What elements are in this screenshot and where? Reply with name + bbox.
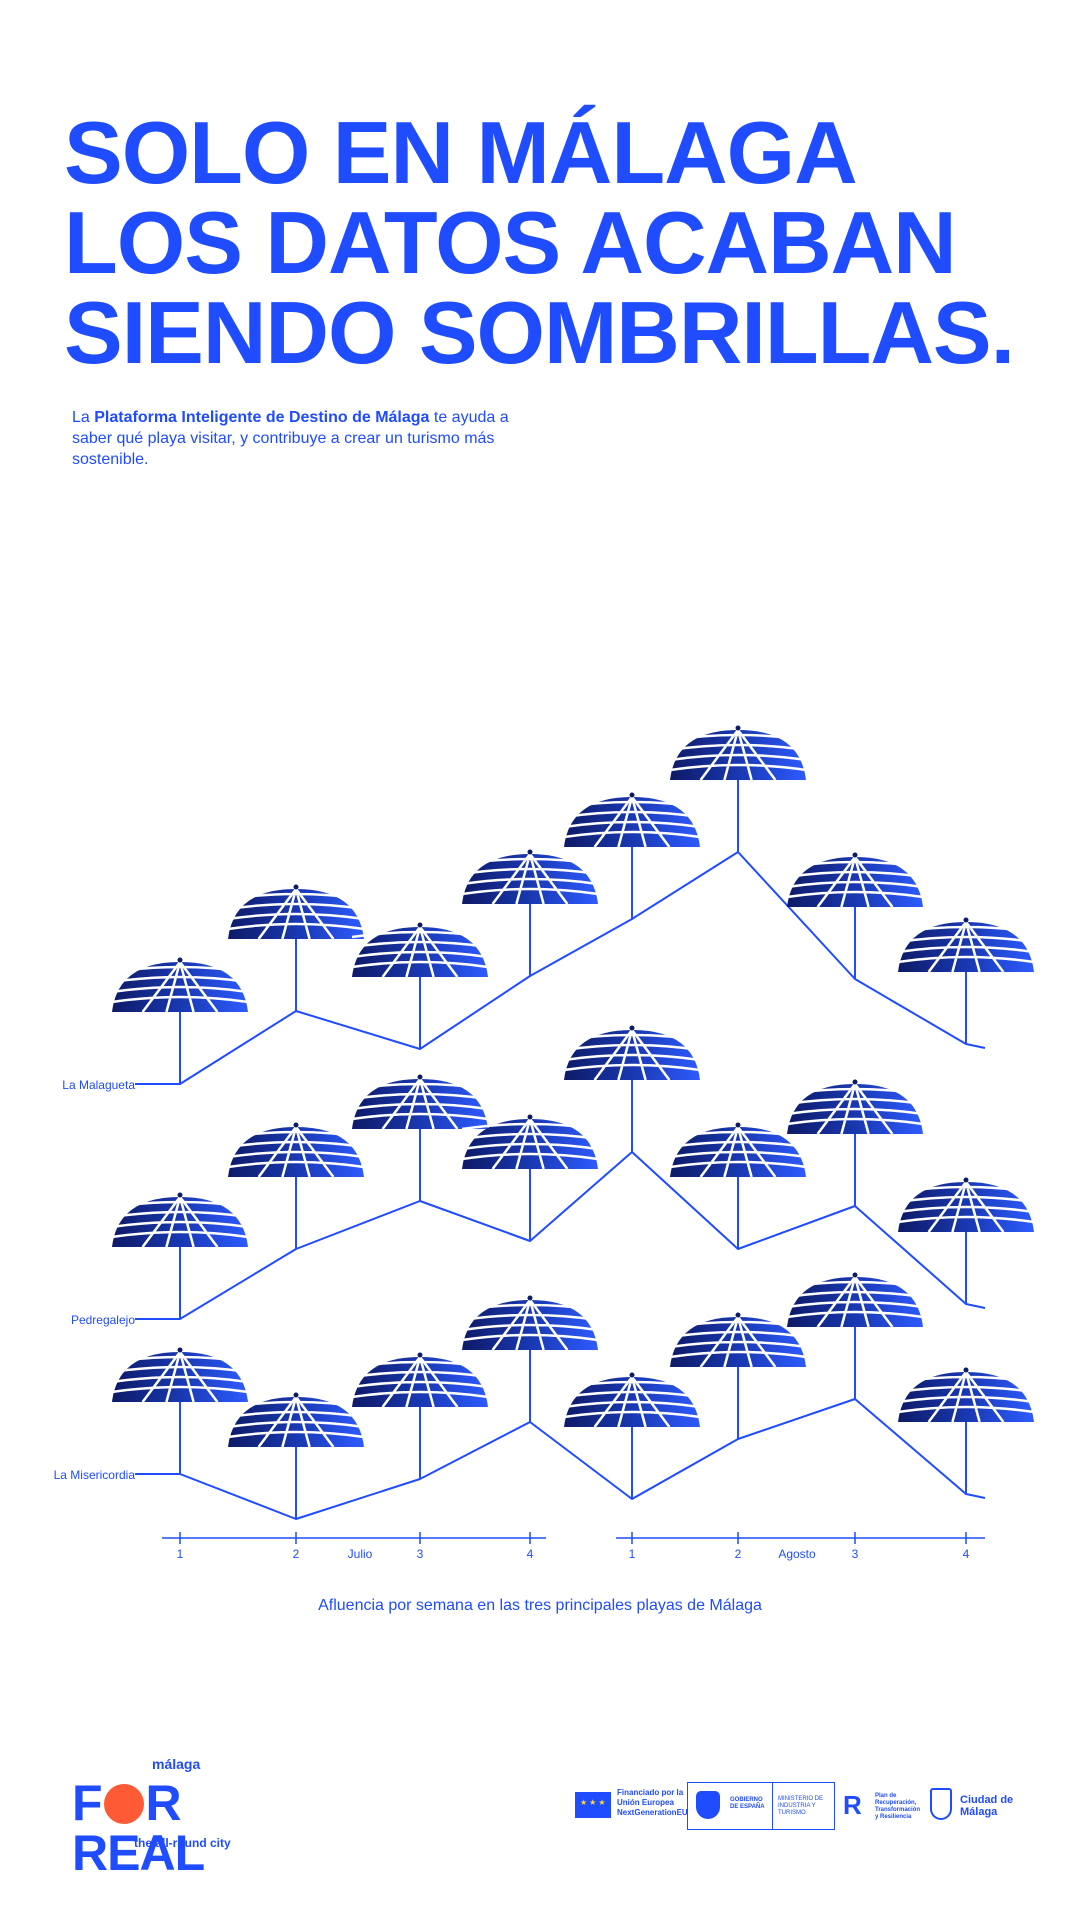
umbrella-icon [563,792,701,848]
umbrella-icon [351,1352,489,1408]
logo-malaga-text: málaga [152,1756,201,1772]
series-line [135,1398,986,1520]
city-name-text: Ciudad de Málaga [960,1794,1014,1818]
umbrella-icon [461,1295,599,1351]
eu-flag-icon [575,1792,611,1818]
headline-line-1: SOLO EN MÁLAGA [64,103,858,202]
logo-r-real: R REAL [72,1775,205,1881]
x-tick-label: 4 [963,1547,970,1561]
umbrella-icon [669,1312,807,1368]
sponsor-logos: Financiado por la Unión Europea NextGene… [575,1780,1015,1830]
logo-tagline: the all-round city [134,1836,231,1850]
series-label: La Misericordia [54,1468,136,1482]
x-tick-label: 2 [293,1547,300,1561]
intro-suffix: te ayuda a saber qué playa visitar, y co… [72,409,509,468]
umbrella-icon [227,1122,365,1178]
umbrella-icon [111,1192,249,1248]
umbrella-icon [897,1177,1035,1233]
umbrella-icon [227,884,365,940]
recovery-plan-icon: R [843,1790,862,1820]
x-tick-label: 3 [852,1547,859,1561]
intro-prefix: La [72,409,95,426]
government-divider [772,1783,773,1829]
logo-f: F [72,1775,103,1831]
umbrella-icon [563,1025,701,1081]
x-tick-label: 1 [629,1547,636,1561]
intro-bold: Plataforma Inteligente de Destino de Mál… [94,409,430,426]
intro-paragraph: La Plataforma Inteligente de Destino de … [72,407,542,470]
umbrella-icon [897,1367,1035,1423]
ministry-text: MINISTERIO DE INDUSTRIA Y TURISMO [778,1796,824,1816]
umbrella-icon [111,1347,249,1403]
umbrella-icon [669,725,807,781]
umbrella-icon [351,1074,489,1130]
umbrella-icon [786,1272,924,1328]
government-logo: GOBIERNO DE ESPAÑA MINISTERIO DE INDUSTR… [687,1782,835,1830]
umbrella-icon [897,917,1035,973]
umbrella-icon [111,957,249,1013]
umbrella-icon [461,849,599,905]
headline-line-3: SIENDO SOMBRILLAS. [64,283,1015,382]
sun-icon [103,1784,144,1824]
government-text: GOBIERNO DE ESPAÑA [730,1797,765,1810]
x-tick-label: 3 [417,1547,424,1561]
umbrella-icon [461,1114,599,1170]
spain-crest-icon [696,1791,720,1819]
series-line [135,851,986,1085]
headline: SOLO EN MÁLAGA LOS DATOS ACABAN SIENDO S… [64,108,1044,378]
umbrella-icon [563,1372,701,1428]
umbrella-icon [786,852,924,908]
umbrella-icon [786,1079,924,1135]
x-group-label: Julio [348,1547,373,1561]
series-line [135,1151,986,1320]
series-label: La Malagueta [62,1078,135,1092]
x-group-label: Agosto [778,1547,816,1561]
chart-caption: Afluencia por semana en las tres princip… [318,1597,762,1614]
umbrella-icon [669,1122,807,1178]
x-tick-label: 4 [527,1547,534,1561]
series-label: Pedregalejo [71,1313,135,1327]
city-crest-icon [930,1788,952,1820]
umbrella-icon [227,1392,365,1448]
x-tick-label: 1 [177,1547,184,1561]
headline-line-2: LOS DATOS ACABAN [64,193,957,292]
x-tick-label: 2 [735,1547,742,1561]
umbrella-icon [351,922,489,978]
recovery-plan-text: Plan de Recuperación, Transformación y R… [875,1793,921,1820]
eu-funding-text: Financiado por la Unión Europea NextGene… [617,1788,688,1817]
